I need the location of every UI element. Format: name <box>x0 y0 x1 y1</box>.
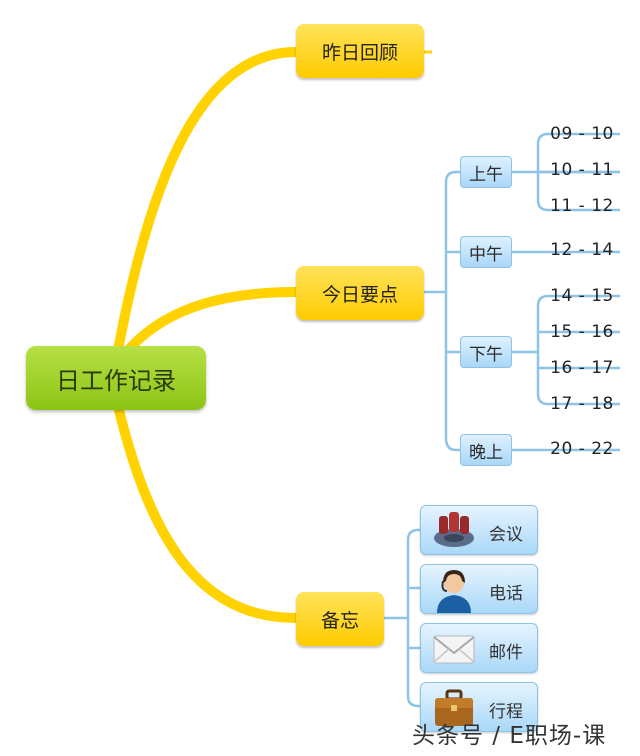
time-slot[interactable]: 09 - 10 <box>550 124 614 144</box>
time-slot[interactable]: 20 - 22 <box>550 439 614 459</box>
branch-yesterday-review[interactable]: 昨日回顾 <box>296 24 424 78</box>
memo-item-meeting[interactable]: 会议 <box>420 505 538 555</box>
watermark: 头条号 / E职场-课 <box>412 723 607 749</box>
phone-operator-icon <box>437 570 471 613</box>
memo-item-schedule[interactable]: 行程 <box>420 682 538 732</box>
mail-envelope-icon <box>433 635 475 664</box>
memo-item-label: 邮件 <box>489 643 523 663</box>
memo-item-label: 会议 <box>489 525 523 545</box>
memo-item-label: 电话 <box>489 584 523 604</box>
time-slot[interactable]: 14 - 15 <box>550 286 614 306</box>
period-noon[interactable]: 中午 <box>460 236 512 268</box>
memo-item-phone[interactable]: 电话 <box>420 564 538 614</box>
briefcase-icon <box>435 689 473 726</box>
memo-item-mail[interactable]: 邮件 <box>420 623 538 673</box>
period-morning[interactable]: 上午 <box>460 156 512 188</box>
time-slot[interactable]: 15 - 16 <box>550 322 614 342</box>
branch-today-key-points[interactable]: 今日要点 <box>296 266 424 320</box>
time-slot[interactable]: 11 - 12 <box>550 196 614 216</box>
memo-item-label: 行程 <box>489 702 523 722</box>
time-slot[interactable]: 16 - 17 <box>550 358 614 378</box>
period-evening[interactable]: 晚上 <box>460 434 512 466</box>
branch-memo[interactable]: 备忘 <box>296 592 384 646</box>
time-slot[interactable]: 10 - 11 <box>550 160 614 180</box>
root-node[interactable]: 日工作记录 <box>26 346 206 410</box>
time-slot[interactable]: 12 - 14 <box>550 240 614 260</box>
meeting-icon <box>434 512 474 547</box>
time-slot[interactable]: 17 - 18 <box>550 394 614 414</box>
period-afternoon[interactable]: 下午 <box>460 336 512 368</box>
